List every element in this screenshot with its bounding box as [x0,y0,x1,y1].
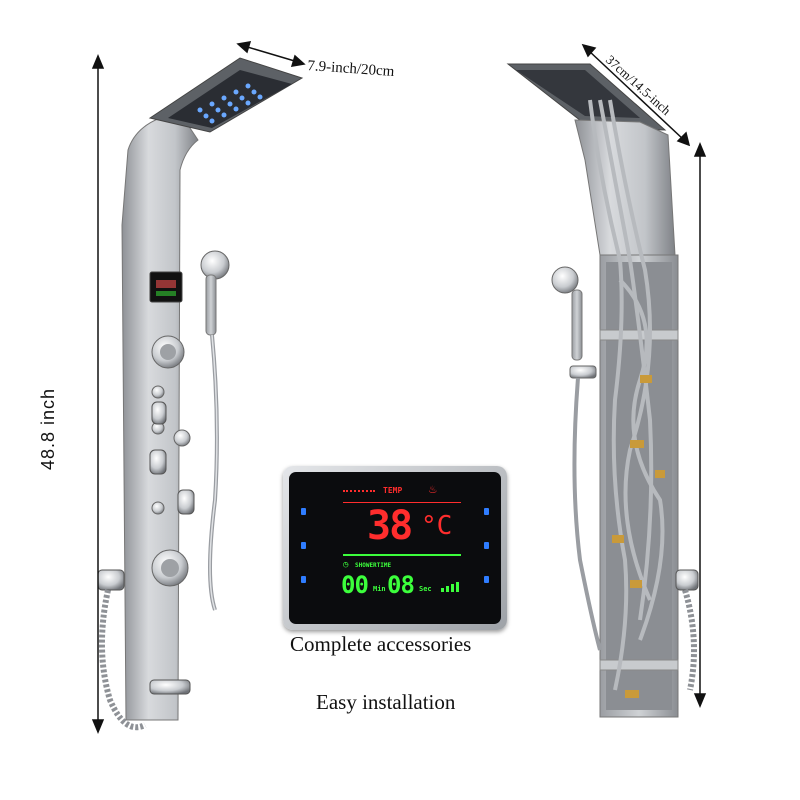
touch-button-icon[interactable] [484,576,489,583]
touch-button-icon[interactable] [301,508,306,515]
temperature-value: 38 [367,503,413,549]
clock-icon: ◷ [343,560,349,570]
accessories-caption: Complete accessories [290,632,472,656]
level-bar [441,588,444,592]
front-panel [97,57,304,731]
dimension-arrows [91,41,707,734]
installation-caption: Easy installation [316,690,456,714]
touch-button-icon[interactable] [301,576,306,583]
level-bar [451,584,454,592]
temp-label: TEMP [383,486,403,495]
level-bar [456,582,459,592]
touch-button-icon[interactable] [484,542,489,549]
height-label: 48.8 inch [38,387,58,470]
seconds-label: Sec [419,585,432,593]
green-divider [343,554,461,556]
touch-button-icon[interactable] [484,508,489,515]
touch-button-icon[interactable] [301,542,306,549]
display-screen: TEMP ♨ 38 °C ◷ SHOWERTIME 00 Min 08 Sec [289,472,501,624]
back-panel [506,63,699,718]
display-panel: TEMP ♨ 38 °C ◷ SHOWERTIME 00 Min 08 Sec [283,466,507,630]
timer-minutes: 00 [341,571,369,599]
showertime-label: SHOWERTIME [355,562,392,569]
level-bar [446,586,449,592]
temp-bar [343,490,375,495]
temperature-unit: °C [421,511,453,541]
water-icon: ♨ [429,482,437,497]
red-divider [343,502,461,503]
timer-seconds: 08 [387,571,415,599]
minutes-label: Min [373,585,386,593]
